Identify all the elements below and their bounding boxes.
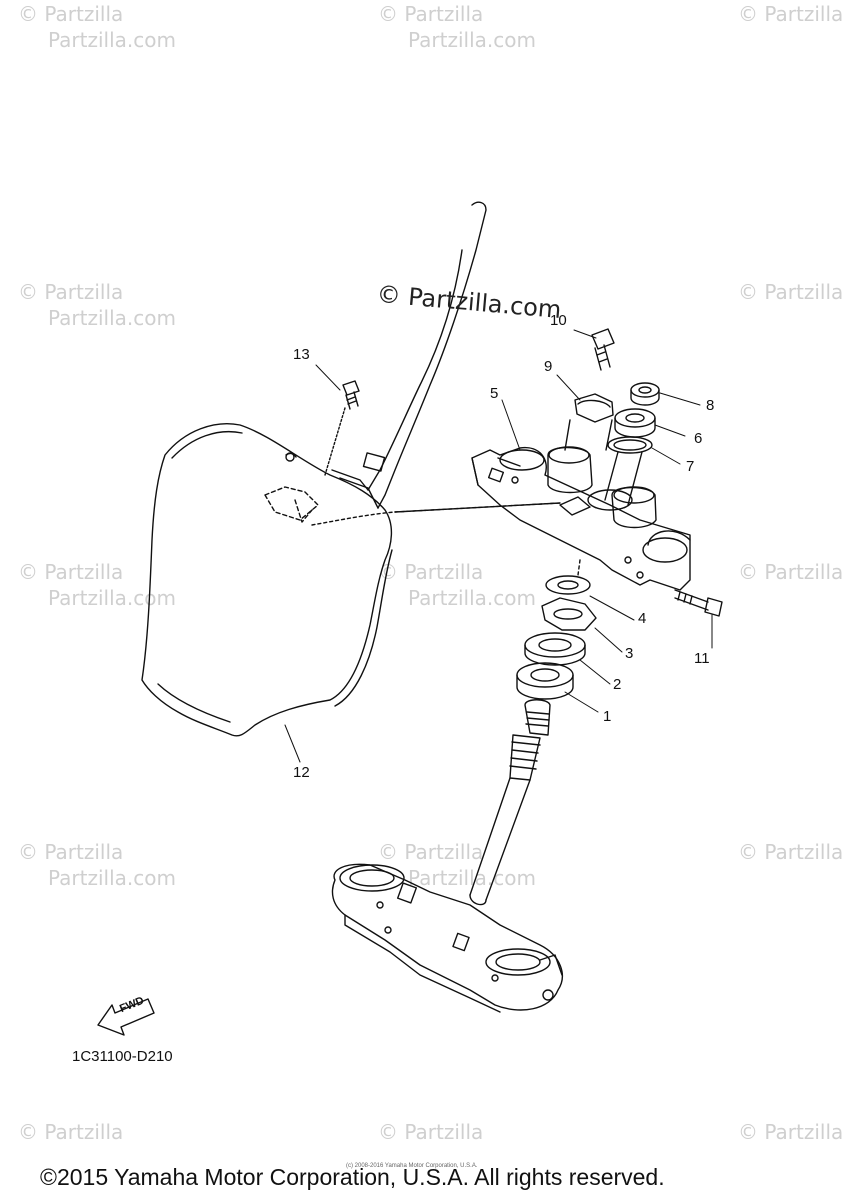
callout-10: 10 (550, 312, 567, 329)
callout-7: 7 (686, 458, 695, 475)
fwd-arrow-drawing (97, 998, 155, 1036)
callout-6: 6 (694, 430, 703, 447)
collar-6-drawing (614, 408, 656, 438)
bearing-2-drawing (524, 632, 586, 666)
washer-8-drawing (630, 382, 660, 406)
callout-12: 12 (293, 764, 310, 781)
steering-stem-drawing (469, 699, 551, 906)
bolt-10-drawing (591, 328, 615, 371)
small-copyright: (c) 2008-2016 Yamaha Motor Corporation, … (346, 1163, 478, 1169)
callout-4: 4 (638, 610, 647, 627)
washer-7-drawing (604, 436, 653, 506)
callout-13: 13 (293, 346, 310, 363)
ring-nut-3-drawing (541, 597, 597, 631)
washer-4-drawing (545, 559, 591, 595)
number-plate-drawing (141, 201, 561, 737)
bolt-13-drawing (324, 380, 360, 476)
callout-3: 3 (625, 645, 634, 662)
bearing-1-drawing (516, 662, 574, 700)
part-code: 1C31100-D210 (72, 1048, 173, 1065)
callout-11: 11 (694, 650, 710, 667)
bolt-11-drawing (674, 589, 723, 617)
lower-bracket-drawing (331, 863, 563, 1013)
callout-2: 2 (613, 676, 622, 693)
callout-9: 9 (544, 358, 553, 375)
leader-lines (284, 329, 713, 763)
callout-5: 5 (490, 385, 499, 402)
callout-1: 1 (603, 708, 612, 725)
upper-bracket-drawing (471, 446, 691, 591)
copyright-footer: ©2015 Yamaha Motor Corporation, U.S.A. A… (40, 1164, 665, 1190)
callout-8: 8 (706, 397, 715, 414)
handlebar-holder-cap-drawing (564, 393, 614, 451)
